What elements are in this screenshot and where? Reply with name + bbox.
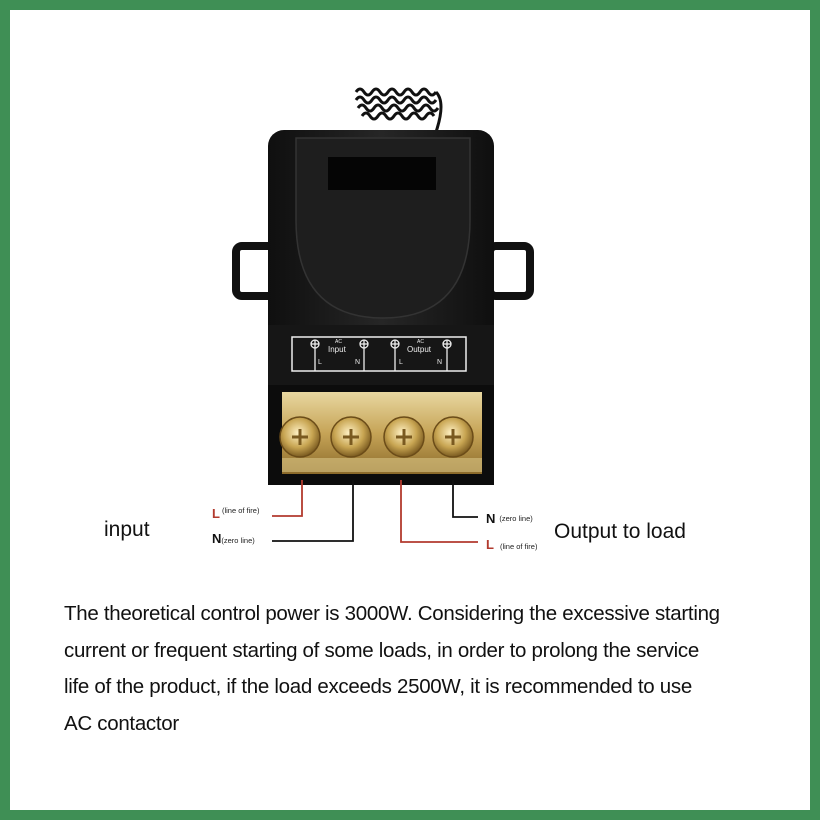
panel-input-L: L xyxy=(318,359,322,366)
terminal-screws xyxy=(279,416,474,458)
panel-output-label: Output xyxy=(407,345,432,354)
panel-output-L: L xyxy=(399,359,403,366)
description-line: current or frequent starting of some loa… xyxy=(64,638,699,662)
description-text: The theoretical control power is 3000W. … xyxy=(64,596,804,742)
input-N-label: N(zero line) xyxy=(212,531,255,546)
antenna-icon xyxy=(354,87,443,133)
output-to-load-label: Output to load xyxy=(554,520,686,543)
output-N-label: N(zero line) xyxy=(486,511,533,526)
input-label: input xyxy=(104,518,150,541)
panel-output-ac: AC xyxy=(417,339,424,345)
panel-output-N: N xyxy=(437,359,443,366)
panel-input-label: Input xyxy=(328,345,346,354)
description-line: The theoretical control power is 3000W. … xyxy=(64,602,720,625)
output-L-label: L(line of fire) xyxy=(486,537,538,552)
input-L-label: L(line of fire) xyxy=(212,506,260,521)
panel-input-ac: AC xyxy=(335,339,342,345)
description-line: life of the product, if the load exceeds… xyxy=(64,675,692,698)
description-line: AC contactor xyxy=(64,711,179,735)
panel-input-N: N xyxy=(355,359,361,366)
